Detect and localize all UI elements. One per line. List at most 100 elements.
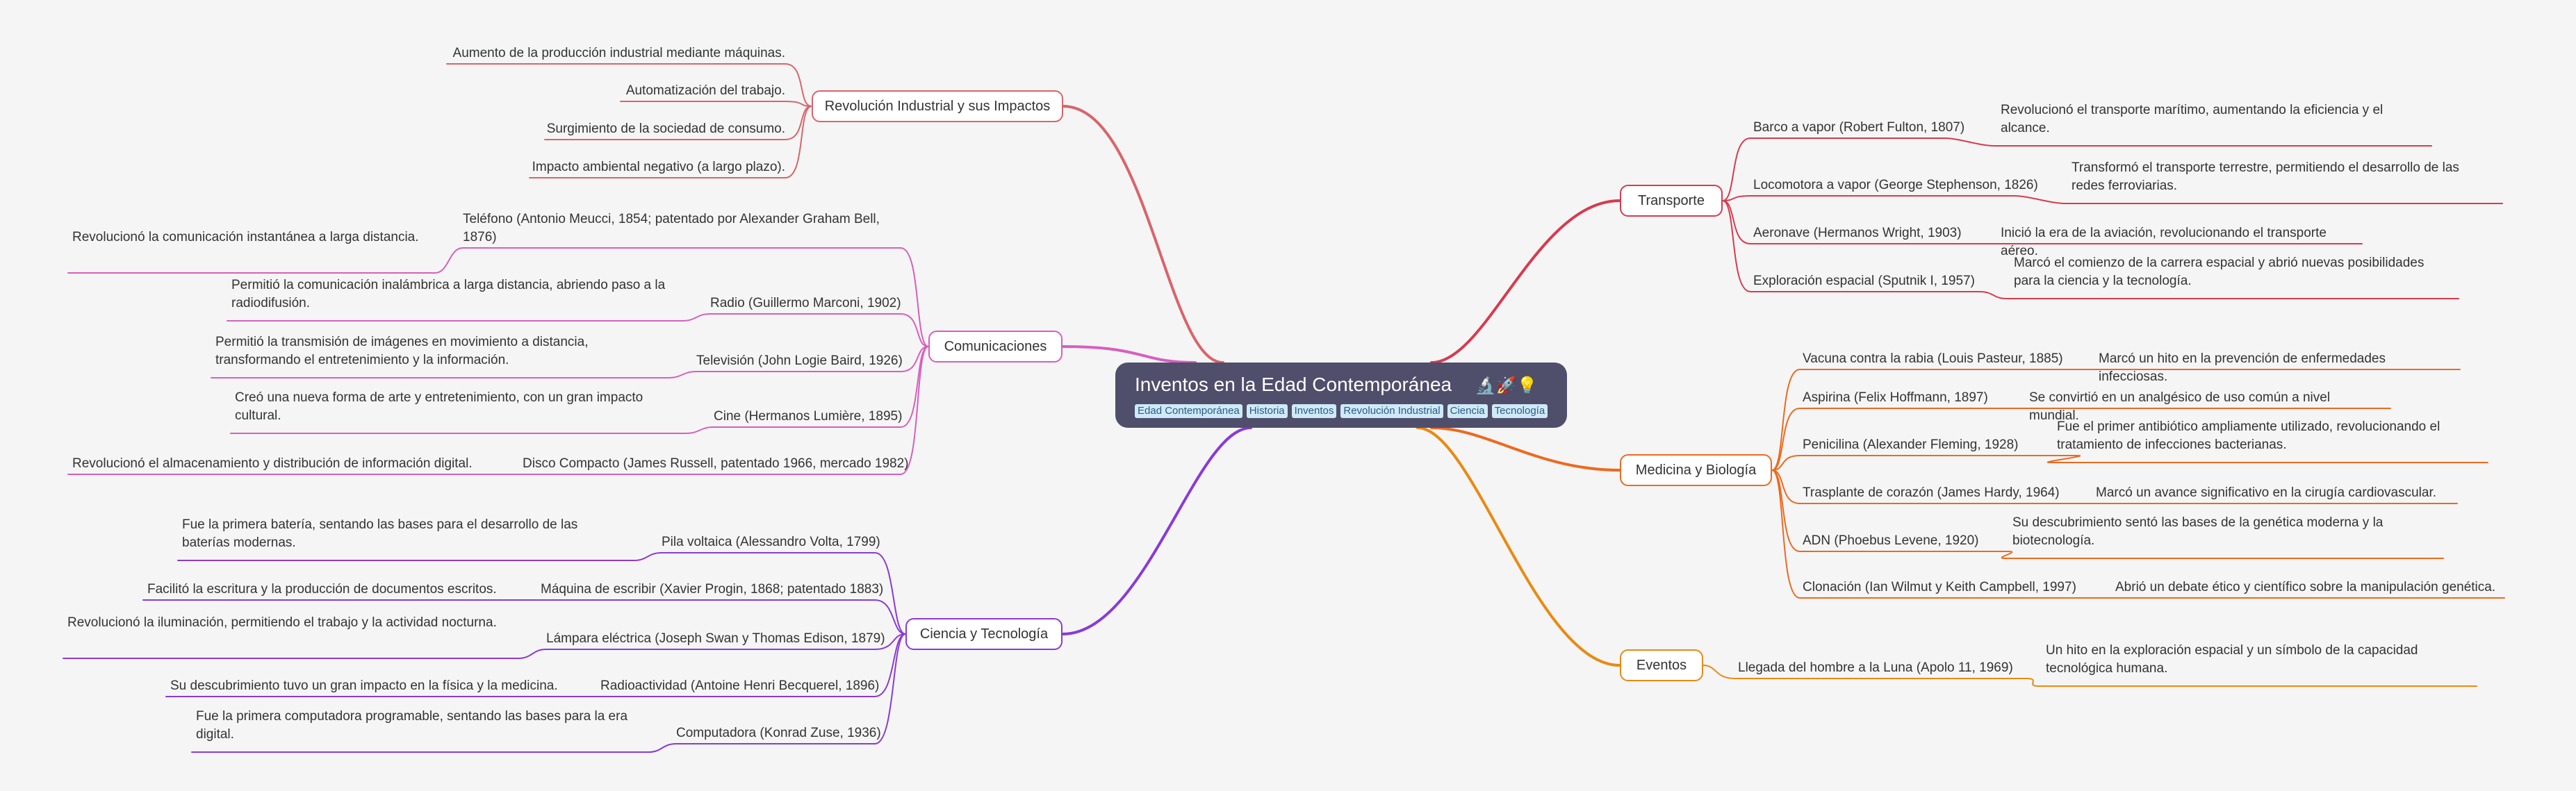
medicina-item-2-connector bbox=[1771, 455, 2078, 471]
transporte-item-1-desc-connector bbox=[2014, 195, 2503, 204]
medicina-item-5-connector bbox=[1771, 469, 2120, 599]
transporte-item-1-desc: Transformó el transporte terrestre, perm… bbox=[2072, 160, 2459, 193]
medicina-item-2-label[interactable]: Penicilina (Alexander Fleming, 1928) bbox=[1803, 438, 2019, 452]
ciencia-item-3-desc: Su descubrimiento tuvo un gran impacto e… bbox=[170, 678, 558, 693]
revolucion-item-2-connector bbox=[544, 106, 812, 140]
comunicaciones-item-0-desc: Revolucionó la comunicación instantánea … bbox=[72, 230, 419, 244]
comunicaciones-item-1-label[interactable]: Radio (Guillermo Marconi, 1902) bbox=[710, 296, 901, 310]
transporte-item-3-desc: Marcó el comienzo de la carrera espacial… bbox=[2014, 256, 2425, 288]
comunicaciones-item-0-connector bbox=[462, 247, 929, 347]
comunicaciones-item-2-label[interactable]: Televisión (John Logie Baird, 1926) bbox=[696, 353, 903, 368]
tag-5: Tecnología bbox=[1491, 404, 1548, 418]
transporte-item-2-connector bbox=[1722, 200, 1974, 244]
tag-2: Inventos bbox=[1291, 404, 1337, 418]
comunicaciones-item-0-desc-connector bbox=[67, 247, 463, 274]
eventos-item-0-label[interactable]: Llegada del hombre a la Luna (Apolo 11, … bbox=[1738, 660, 2013, 675]
ciencia-item-0-connector bbox=[661, 552, 906, 635]
comunicaciones-main-connector bbox=[1061, 345, 1197, 364]
medicina-item-4-label[interactable]: ADN (Phoebus Levene, 1920) bbox=[1803, 533, 1979, 548]
transporte-item-0-connector bbox=[1722, 138, 1946, 201]
ciencia-item-2-label[interactable]: Lámpara eléctrica (Joseph Swan y Thomas … bbox=[546, 631, 885, 646]
medicina-item-3-connector bbox=[1771, 469, 2078, 504]
comunicaciones-item-1-connector bbox=[709, 313, 929, 347]
topic-eventos[interactable]: Eventos bbox=[1620, 649, 1703, 681]
topic-comunicaciones[interactable]: Comunicaciones bbox=[928, 331, 1063, 363]
central-topic-title: Inventos en la Edad Contemporánea bbox=[1135, 374, 1452, 395]
medicina-item-0-desc: Marcó un hito en la prevención de enferm… bbox=[2099, 351, 2386, 384]
ciencia-item-1-label[interactable]: Máquina de escribir (Xavier Progin, 1868… bbox=[541, 582, 884, 597]
central-topic[interactable]: Inventos en la Edad Contemporánea 🔬🚀💡 Ed… bbox=[1115, 363, 1567, 428]
medicina-item-0-label[interactable]: Vacuna contra la rabia (Louis Pasteur, 1… bbox=[1803, 351, 2063, 366]
medicina-item-4-desc-connector bbox=[2001, 551, 2444, 559]
comunicaciones-item-0-label[interactable]: Teléfono (Antonio Meucci, 1854; patentad… bbox=[463, 212, 880, 244]
tag-1: Historia bbox=[1246, 404, 1288, 418]
revolucion-item-0-connector bbox=[446, 63, 812, 107]
ciencia-item-3-label[interactable]: Radioactividad (Antoine Henri Becquerel,… bbox=[600, 678, 880, 693]
medicina-item-3-label[interactable]: Trasplante de corazón (James Hardy, 1964… bbox=[1803, 485, 2060, 500]
transporte-item-0-label[interactable]: Barco a vapor (Robert Fulton, 1807) bbox=[1753, 120, 1965, 135]
tag-3: Revolución Industrial bbox=[1340, 404, 1443, 418]
revolucion-item-1-connector bbox=[620, 101, 812, 107]
medicina-item-1-label[interactable]: Aspirina (Felix Hoffmann, 1897) bbox=[1803, 390, 1988, 405]
topic-transporte[interactable]: Transporte bbox=[1620, 185, 1723, 217]
topic-revolucion[interactable]: Revolución Industrial y sus Impactos bbox=[812, 90, 1063, 122]
medicina-item-5-label[interactable]: Clonación (Ian Wilmut y Keith Campbell, … bbox=[1803, 580, 2076, 594]
comunicaciones-item-4-label[interactable]: Disco Compacto (James Russell, patentado… bbox=[523, 456, 909, 471]
comunicaciones-item-2-desc: Permitió la transmisión de imágenes en m… bbox=[215, 335, 589, 367]
medicina-item-4-desc: Su descubrimiento sentó las bases de la … bbox=[2012, 515, 2384, 548]
comunicaciones-item-1-desc-connector bbox=[227, 313, 711, 322]
eventos-main-connector bbox=[1416, 426, 1621, 667]
revolucion-item-1-label[interactable]: Automatización del trabajo. bbox=[625, 83, 785, 98]
comunicaciones-item-3-desc: Creó una nueva forma de arte y entreteni… bbox=[235, 390, 643, 423]
topic-medicina[interactable]: Medicina y Biología bbox=[1620, 454, 1772, 486]
medicina-item-5-desc: Abrió un debate ético y científico sobre… bbox=[2115, 580, 2496, 594]
eventos-item-0-desc-connector bbox=[2026, 678, 2477, 687]
revolucion-main-connector bbox=[1062, 105, 1224, 364]
ciencia-item-4-desc-connector bbox=[191, 743, 677, 753]
comunicaciones-item-4-desc: Revolucionó el almacenamiento y distribu… bbox=[72, 456, 473, 471]
transporte-item-1-label[interactable]: Locomotora a vapor (George Stephenson, 1… bbox=[1753, 178, 2038, 192]
ciencia-item-2-connector bbox=[545, 633, 906, 650]
ciencia-item-0-desc-connector bbox=[177, 552, 662, 561]
ciencia-item-0-label[interactable]: Pila voltaica (Alessandro Volta, 1799) bbox=[662, 535, 880, 549]
medicina-item-1-connector bbox=[1771, 408, 2009, 471]
ciencia-item-2-desc-connector bbox=[63, 649, 547, 659]
transporte-item-3-label[interactable]: Exploración espacial (Sputnik I, 1957) bbox=[1753, 274, 1975, 288]
medicina-item-3-desc: Marcó un avance significativo en la ciru… bbox=[2096, 485, 2437, 500]
ciencia-main-connector bbox=[1061, 426, 1252, 635]
comunicaciones-item-1-desc: Permitió la comunicación inalámbrica a l… bbox=[231, 278, 666, 310]
ciencia-item-4-label[interactable]: Computadora (Konrad Zuse, 1936) bbox=[676, 726, 881, 740]
comunicaciones-item-3-label[interactable]: Cine (Hermanos Lumière, 1895) bbox=[714, 409, 903, 424]
revolucion-item-3-label[interactable]: Impacto ambiental negativo (a largo plaz… bbox=[532, 160, 785, 174]
tag-4: Ciencia bbox=[1447, 404, 1488, 418]
transporte-item-3-desc-connector bbox=[1979, 291, 2459, 299]
eventos-item-0-desc: Un hito en la exploración espacial y un … bbox=[2046, 643, 2418, 676]
ciencia-item-4-connector bbox=[675, 633, 906, 744]
revolucion-item-0-label[interactable]: Aumento de la producción industrial medi… bbox=[452, 46, 785, 60]
transporte-item-0-desc-connector bbox=[1944, 138, 2432, 147]
comunicaciones-item-3-desc-connector bbox=[230, 426, 714, 434]
ciencia-item-4-desc: Fue la primera computadora programable, … bbox=[196, 709, 628, 742]
transporte-main-connector bbox=[1430, 199, 1621, 364]
ciencia-item-3-connector bbox=[600, 633, 906, 697]
revolucion-item-2-label[interactable]: Surgimiento de la sociedad de consumo. bbox=[546, 122, 785, 136]
ciencia-item-2-desc: Revolucionó la iluminación, permitiendo … bbox=[67, 615, 497, 630]
science-rocket-bulb-icon: 🔬🚀💡 bbox=[1475, 376, 1538, 395]
comunicaciones-item-4-connector bbox=[522, 346, 929, 475]
transporte-item-2-label[interactable]: Aeronave (Hermanos Wright, 1903) bbox=[1753, 226, 1962, 240]
medicina-item-0-connector bbox=[1771, 369, 2120, 471]
medicina-item-2-desc: Fue el primer antibiótico ampliamente ut… bbox=[2057, 419, 2440, 452]
medicina-main-connector bbox=[1430, 426, 1621, 472]
revolucion-item-3-connector bbox=[529, 106, 812, 178]
tag-0: Edad Contemporánea bbox=[1135, 404, 1242, 418]
ciencia-item-0-desc: Fue la primera batería, sentando las bas… bbox=[182, 517, 578, 550]
transporte-item-3-connector bbox=[1722, 200, 1980, 292]
medicina-item-1-desc: Se convirtió en un analgésico de uso com… bbox=[2029, 390, 2331, 423]
transporte-item-1-connector bbox=[1722, 195, 2015, 201]
topic-ciencia[interactable]: Ciencia y Tecnología bbox=[905, 618, 1063, 650]
comunicaciones-item-2-connector bbox=[696, 346, 929, 372]
medicina-item-2-desc-connector bbox=[2046, 455, 2488, 463]
ciencia-item-1-desc: Facilitó la escritura y la producción de… bbox=[147, 582, 497, 597]
